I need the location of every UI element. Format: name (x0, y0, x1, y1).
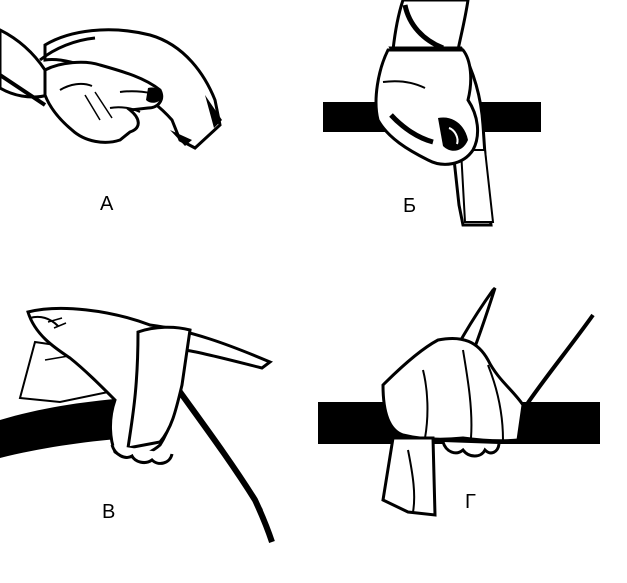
panel-a-caption: А (100, 193, 114, 215)
hand-holding-strap-illustration (0, 28, 222, 150)
panel-a: А (0, 0, 313, 230)
panel-b-caption: Б (403, 195, 417, 217)
panel-c-caption: В (102, 501, 116, 523)
fist-gripping-bar-illustration (323, 0, 541, 227)
panel-c: В (0, 290, 313, 583)
panel-b: Б (313, 0, 627, 240)
panel-d: Г (313, 280, 627, 583)
strap-looped-over-bar-illustration (318, 286, 600, 517)
bar-shape (0, 398, 128, 458)
hand-wrapping-strap-illustration (0, 306, 275, 543)
panel-d-caption: Г (465, 491, 476, 513)
